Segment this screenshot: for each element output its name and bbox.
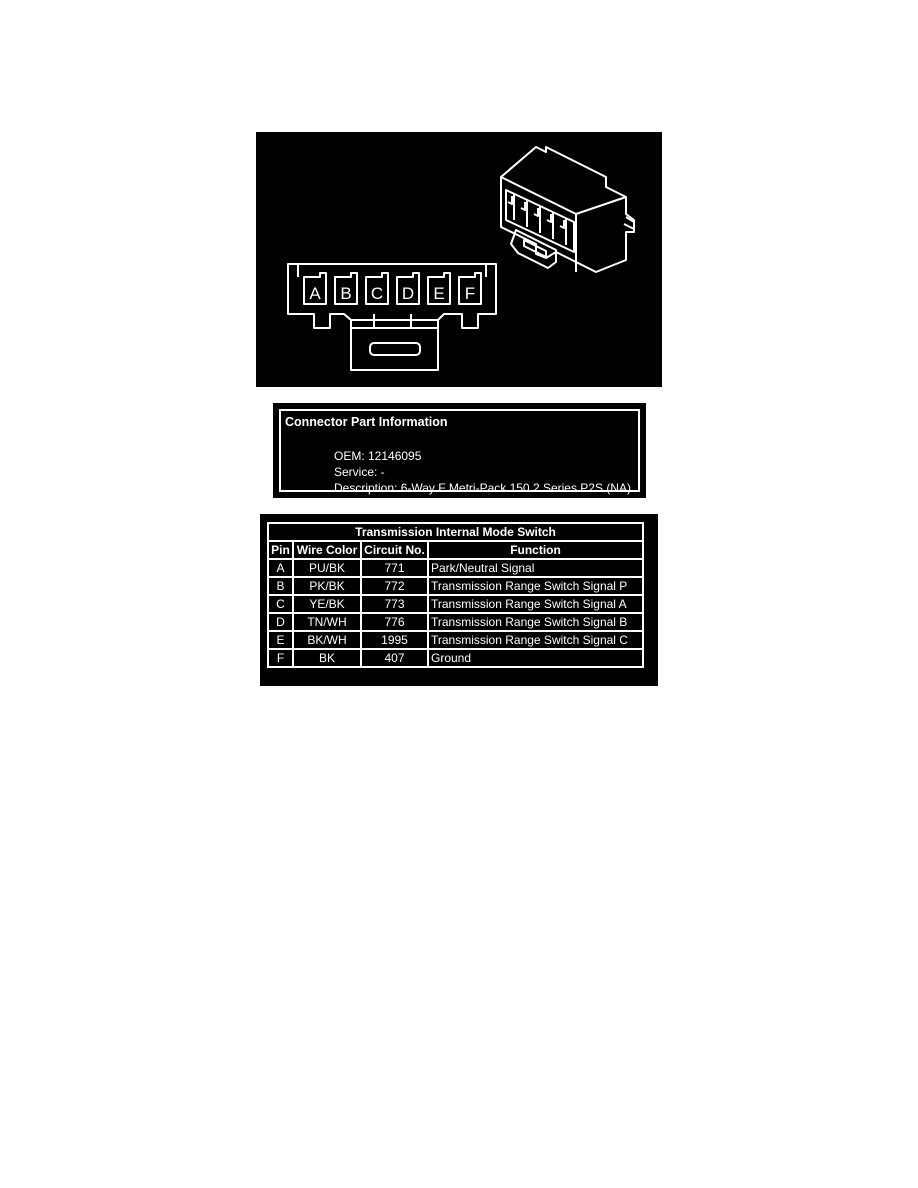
pinout-table-panel: Transmission Internal Mode Switch Pin Wi… [260, 514, 658, 686]
function-cell: Park/Neutral Signal [426, 558, 645, 578]
pin-cell: D [267, 612, 294, 632]
function-cell: Transmission Range Switch Signal B [426, 612, 645, 632]
pinout-table-header-row: Pin Wire Color Circuit No. Function [267, 540, 645, 560]
pin-label-d: D [402, 284, 414, 303]
connector-front-view [287, 263, 497, 371]
connector-part-info-box: Connector Part Information OEM: 12146095… [279, 409, 640, 495]
table-row: A PU/BK 771 Park/Neutral Signal [267, 558, 645, 578]
wire-color-cell: BK/WH [292, 630, 362, 650]
connector-description: Description: 6-Way F Metri-Pack 150.2 Se… [334, 481, 631, 495]
wire-color-cell: YE/BK [292, 594, 362, 614]
pinout-table-title: Transmission Internal Mode Switch [266, 522, 645, 542]
pin-cell: B [267, 576, 294, 596]
pin-label-c: C [371, 284, 383, 303]
table-row: B PK/BK 772 Transmission Range Switch Si… [267, 576, 645, 596]
circuit-number-cell: 773 [360, 594, 429, 614]
pinout-table: Transmission Internal Mode Switch Pin Wi… [266, 522, 645, 668]
function-cell: Transmission Range Switch Signal A [426, 594, 645, 614]
column-header-function: Function [426, 540, 645, 560]
wire-color-cell: TN/WH [292, 612, 362, 632]
table-row: D TN/WH 776 Transmission Range Switch Si… [267, 612, 645, 632]
pin-label-e: E [433, 284, 444, 303]
pin-cell: A [267, 558, 294, 578]
pin-label-b: B [340, 284, 351, 303]
connector-isometric-view [500, 146, 635, 273]
pinout-table-title-row: Transmission Internal Mode Switch [266, 522, 645, 542]
function-cell: Ground [426, 648, 645, 668]
table-row: C YE/BK 773 Transmission Range Switch Si… [267, 594, 645, 614]
wire-color-cell: PU/BK [292, 558, 362, 578]
table-row: F BK 407 Ground [267, 648, 645, 668]
oem-part-number: OEM: 12146095 [334, 449, 422, 463]
circuit-number-cell: 771 [360, 558, 429, 578]
wire-color-cell: PK/BK [292, 576, 362, 596]
connector-part-info-panel: Connector Part Information OEM: 12146095… [273, 403, 646, 498]
pin-cell: F [267, 648, 294, 668]
wire-color-cell: BK [292, 648, 362, 668]
pin-label-f: F [465, 284, 475, 303]
circuit-number-cell: 407 [360, 648, 429, 668]
function-cell: Transmission Range Switch Signal P [426, 576, 645, 596]
circuit-number-cell: 772 [360, 576, 429, 596]
column-header-circuit-no: Circuit No. [360, 540, 429, 560]
pin-label-a: A [309, 284, 321, 303]
pin-cell: E [267, 630, 294, 650]
column-header-wire-color: Wire Color [292, 540, 362, 560]
pin-cell: C [267, 594, 294, 614]
circuit-number-cell: 1995 [360, 630, 429, 650]
connector-part-info-title: Connector Part Information [285, 415, 448, 429]
function-cell: Transmission Range Switch Signal C [426, 630, 645, 650]
table-row: E BK/WH 1995 Transmission Range Switch S… [267, 630, 645, 650]
circuit-number-cell: 776 [360, 612, 429, 632]
service-part-number: Service: - [334, 465, 385, 479]
pin-cavities [303, 272, 482, 305]
column-header-pin: Pin [267, 540, 294, 560]
